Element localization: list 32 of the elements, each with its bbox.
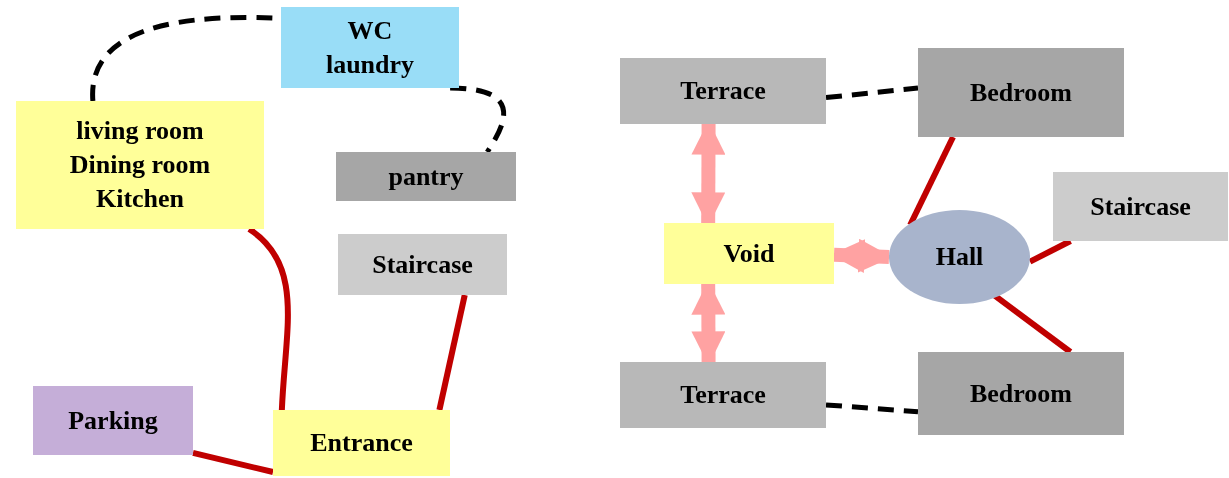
room-box: [620, 362, 826, 428]
room-box: [336, 152, 516, 201]
room-box: [338, 234, 507, 295]
connector-line: [825, 402, 919, 415]
connector-line: [450, 85, 507, 154]
connector-line: [992, 293, 1073, 355]
connector-line: [907, 135, 956, 227]
room-box: [33, 386, 193, 455]
room-label: Hall: [935, 241, 984, 274]
room-label: Terrace: [680, 75, 766, 108]
room-box: [273, 410, 450, 476]
room-box: [918, 352, 1124, 435]
room-label: Void: [723, 237, 775, 270]
room-label: WC laundry: [324, 14, 416, 81]
room-label: Parking: [68, 404, 158, 437]
room-box: [281, 7, 459, 88]
room-label: Staircase: [1090, 190, 1191, 223]
room-label: Terrace: [680, 379, 766, 412]
connector-line: [825, 85, 919, 101]
room-box: [1053, 172, 1228, 241]
room-box: [16, 101, 264, 229]
room-label: Bedroom: [969, 76, 1073, 109]
room-box: [918, 48, 1124, 137]
room-label: living room Dining room Kitchen: [68, 115, 212, 215]
room-label: Entrance: [310, 427, 413, 460]
room-box: [664, 223, 834, 284]
room-box: [620, 58, 826, 124]
room-label: Bedroom: [969, 377, 1073, 410]
room-label: pantry: [388, 160, 464, 193]
room-label: Staircase: [372, 248, 473, 281]
connector-line: [192, 450, 274, 475]
connector-line: [436, 294, 468, 411]
